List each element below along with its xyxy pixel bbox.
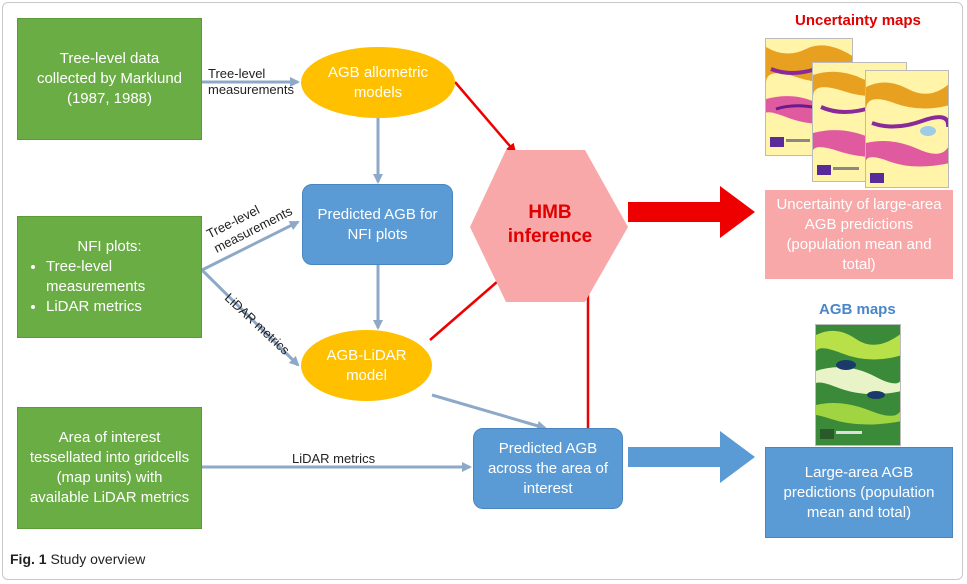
agb-maps-heading: AGB maps [819,301,896,318]
figure-caption: Fig. 1 Study overview [10,551,145,567]
uncertainty-maps-heading: Uncertainty maps [795,12,921,29]
area-of-interest-text: Area of interest tessellated into gridce… [29,429,190,506]
large-area-box: Large-area AGB predictions (population m… [765,447,953,538]
agb-lidar-text: AGB-LiDAR model [326,346,407,384]
pred-nfi-text: Predicted AGB for NFI plots [317,205,438,243]
nfi-plots-list: Tree-level measurements LiDAR metrics [28,257,191,317]
pred-nfi-box: Predicted AGB for NFI plots [302,184,453,265]
big-arrow-to-uncertainty [628,186,755,238]
arrow-models-to-hmb [454,81,517,154]
nfi-item-lidar: LiDAR metrics [46,297,191,317]
agb-map-image [815,324,901,446]
arrow-agb-lidar-to-hmb [429,273,507,341]
tree-data-text: Tree-level data collected by Marklund (1… [36,50,183,107]
pred-area-box: Predicted AGB across the area of interes… [473,428,623,509]
caption-label: Fig. 1 [10,551,47,567]
nfi-item-tree-level: Tree-level measurements [46,257,191,297]
uncertainty-text: Uncertainty of large-area AGB prediction… [776,195,942,273]
arrow-nfi-to-agb-lidar [200,268,300,367]
hmb-label: HMB inference [485,185,615,265]
area-of-interest-box: Area of interest tessellated into gridce… [17,407,202,529]
hmb-hexagon [470,150,628,302]
big-arrow-to-large-area [628,431,755,483]
nfi-plots-box: NFI plots: Tree-level measurements LiDAR… [17,216,202,338]
agb-models-ellipse: AGB allometric models [301,47,455,118]
nfi-plots-title: NFI plots: [77,238,142,255]
edge-label-lidar-2: LiDAR metrics [292,451,376,466]
pred-area-text: Predicted AGB across the area of interes… [487,439,609,497]
agb-lidar-ellipse: AGB-LiDAR model [301,330,432,401]
edge-label-tree-level-1: Tree-level measurements [208,66,304,98]
tree-data-box: Tree-level data collected by Marklund (1… [17,18,202,140]
arrow-agb-lidar-to-pred-area [431,393,547,431]
uncertainty-map-image-3 [865,70,949,188]
edge-label-tree-level-1-text: Tree-level measurements [208,66,294,97]
hmb-text: HMB inference [507,202,593,247]
arrow-nfi-to-pred-nfi [201,220,300,272]
agb-models-text: AGB allometric models [327,63,429,101]
uncertainty-box: Uncertainty of large-area AGB prediction… [765,190,953,279]
caption-text: Study overview [50,551,146,567]
large-area-text: Large-area AGB predictions (population m… [783,463,935,521]
